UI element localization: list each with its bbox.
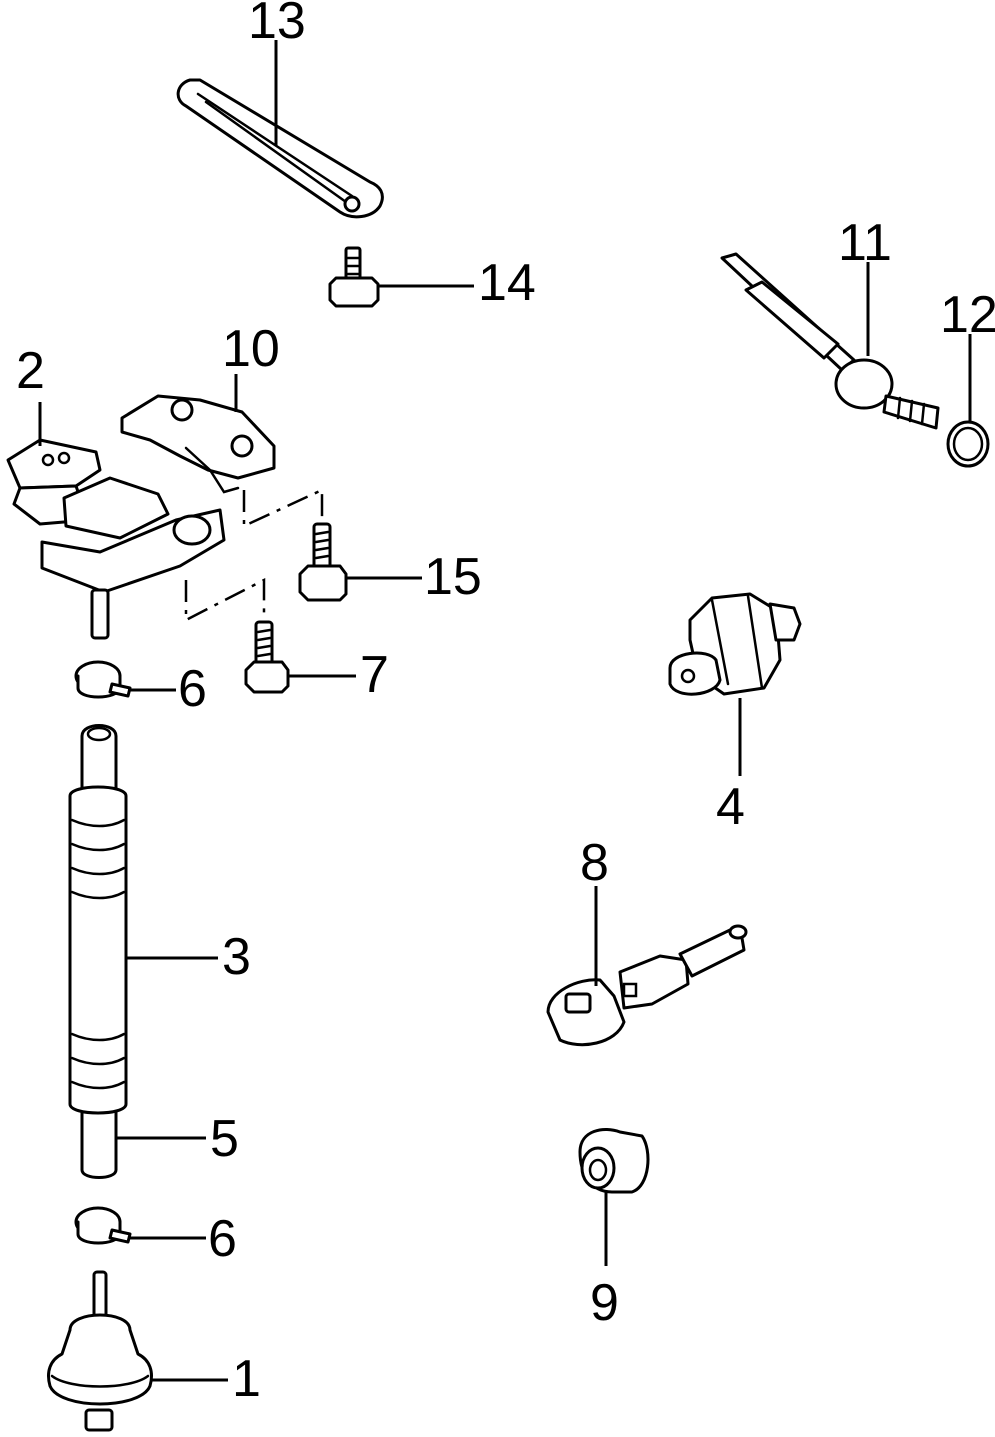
callout-9: 9	[590, 1274, 619, 1332]
callout-8: 8	[580, 834, 609, 892]
hose-sleeve-3	[68, 785, 218, 1115]
bracket-strap-13	[176, 40, 384, 219]
callout-4: 4	[716, 778, 745, 836]
hose-clamp-6-lower	[74, 1206, 206, 1245]
knock-sensor-4	[668, 592, 802, 776]
grommet-9	[578, 1128, 650, 1266]
bolt-7	[244, 620, 356, 694]
callout-12: 12	[940, 286, 995, 344]
pressure-sensor-2	[6, 402, 226, 640]
callout-1: 1	[232, 1350, 261, 1408]
callout-15: 15	[424, 548, 482, 606]
callout-14: 14	[478, 254, 536, 312]
bolt-15	[298, 522, 422, 602]
bolt-14	[328, 246, 474, 308]
callout-13: 13	[248, 0, 306, 50]
temperature-sensor-8	[546, 886, 748, 1047]
callout-3: 3	[222, 928, 251, 986]
mounting-bracket-10	[120, 374, 276, 494]
callout-6-upper: 6	[178, 660, 207, 718]
callout-5: 5	[210, 1110, 239, 1168]
callout-2: 2	[16, 342, 45, 400]
callout-7: 7	[360, 646, 389, 704]
hose-clamp-6-upper	[74, 660, 176, 699]
callout-6-lower: 6	[208, 1210, 237, 1268]
centerline-2-7	[184, 577, 266, 623]
callout-11: 11	[838, 214, 892, 272]
callout-10: 10	[222, 320, 280, 378]
sensor-11	[720, 252, 940, 430]
centerline-10-15	[242, 488, 324, 528]
o-ring-12	[946, 334, 990, 468]
vacuum-actuator-1	[47, 1270, 228, 1432]
